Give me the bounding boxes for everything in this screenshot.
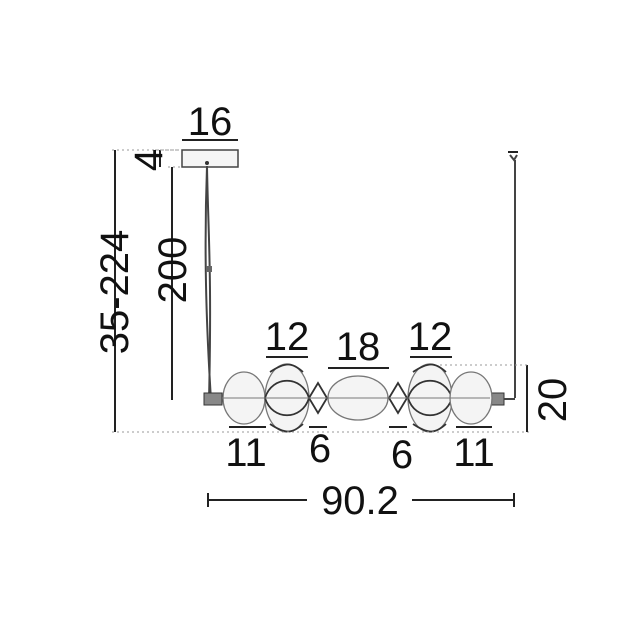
right-small-width-label: 11 — [453, 431, 495, 475]
right-large-globe-width-label: 12 — [408, 315, 453, 359]
overall-width-label: 90.2 — [321, 479, 399, 523]
left-large-globe-width-label: 12 — [265, 315, 310, 359]
ceiling-canopy — [181, 149, 239, 168]
right-ceiling-hook — [508, 151, 518, 162]
canopy-height-label: 4 — [127, 149, 171, 171]
dimension-labels: 16 4 35-224 200 12 18 12 20 11 6 6 11 90… — [93, 100, 575, 523]
suspension-cables — [204, 160, 516, 401]
center-globe-width-label: 18 — [336, 325, 381, 369]
fixture-height-label: 20 — [531, 378, 575, 423]
canopy-width-label: 16 — [188, 100, 233, 144]
left-end-cap — [203, 392, 223, 406]
cable-length-label: 200 — [151, 237, 195, 304]
dimension-lines — [112, 139, 530, 507]
left-connector-width-label: 6 — [309, 427, 331, 471]
total-height-label: 35-224 — [93, 230, 137, 355]
right-connector-width-label: 6 — [391, 433, 413, 477]
left-small-width-label: 11 — [225, 431, 267, 475]
fixture-body — [203, 363, 515, 433]
